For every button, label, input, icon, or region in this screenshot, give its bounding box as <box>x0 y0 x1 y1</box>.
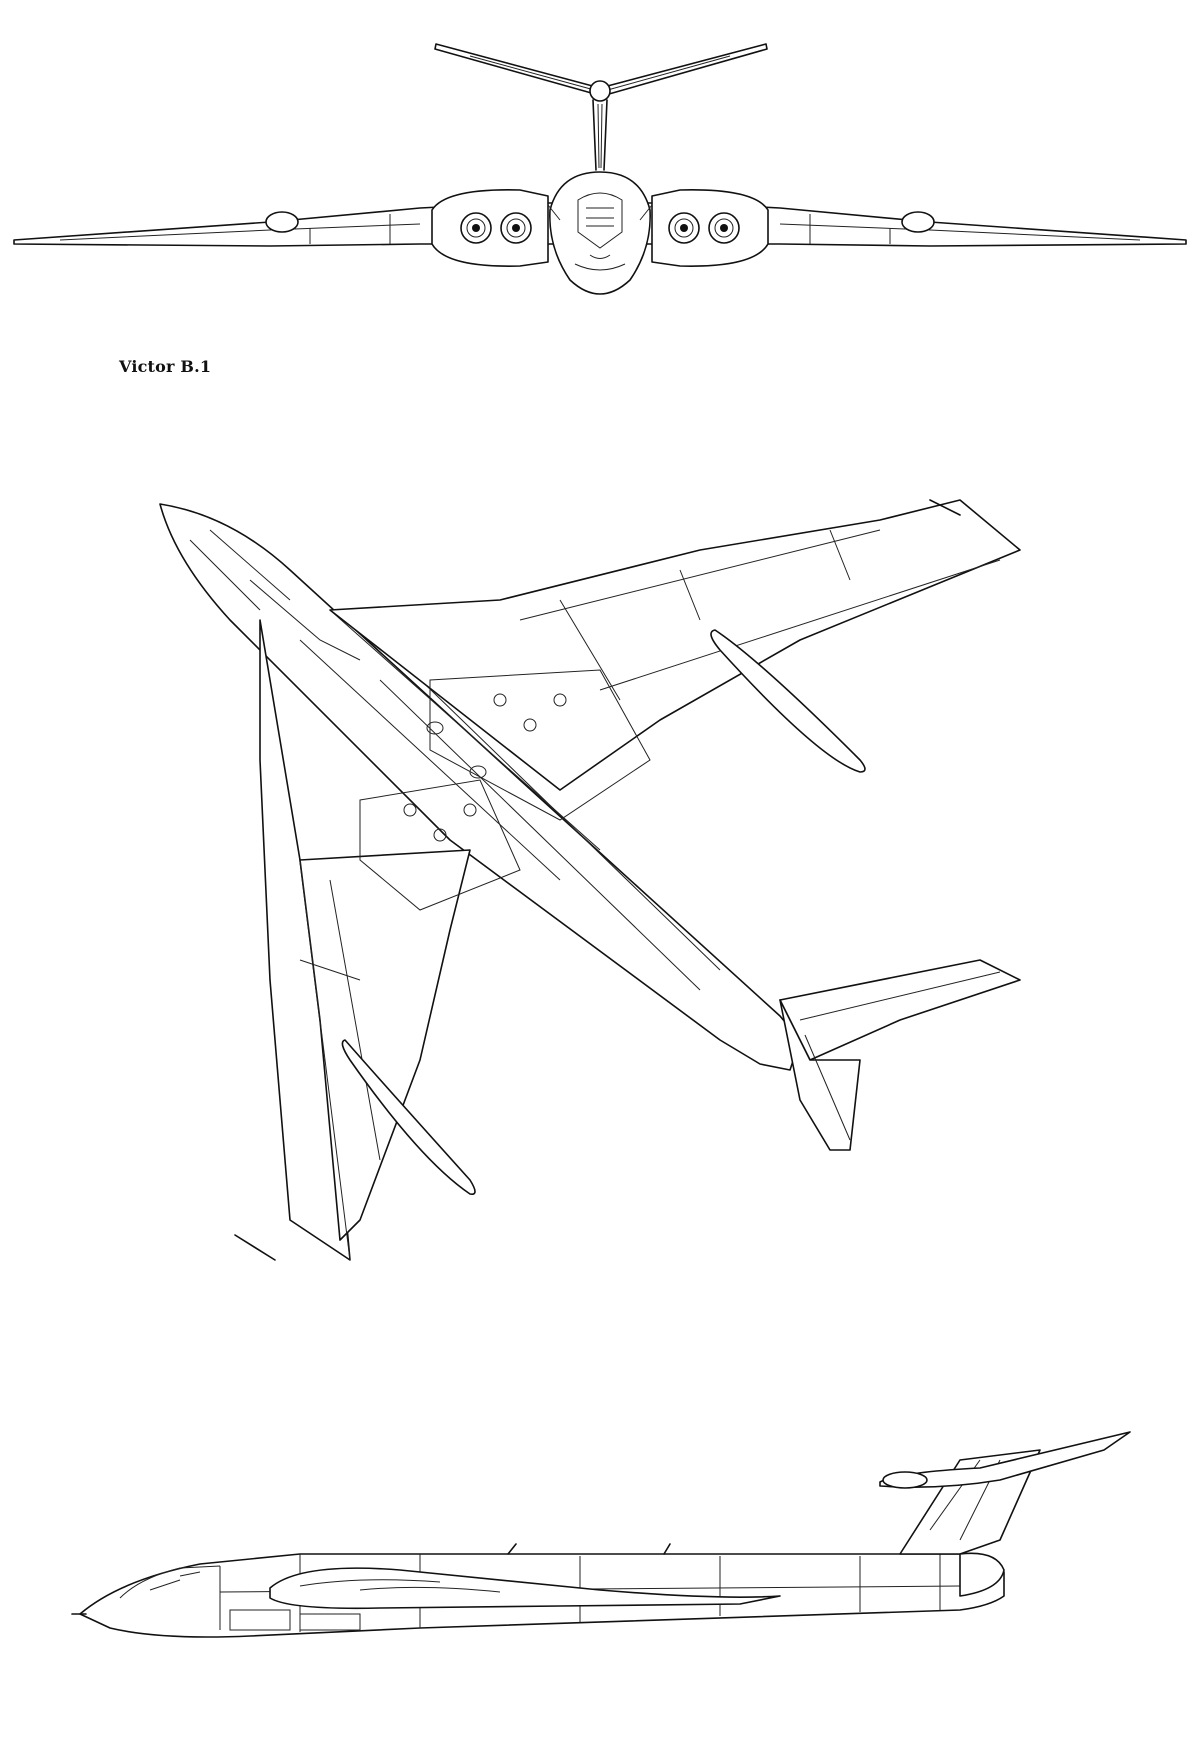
aircraft-plan-view-icon <box>159 499 1021 1261</box>
aircraft-side-view-icon <box>71 1431 1131 1638</box>
aircraft-designation-caption: Victor B.1 <box>119 357 212 376</box>
aircraft-front-view-icon <box>13 43 1187 295</box>
plan-view-drawing <box>0 460 1200 1380</box>
side-view-drawing <box>0 1420 1200 1720</box>
front-view-drawing <box>0 0 1200 330</box>
